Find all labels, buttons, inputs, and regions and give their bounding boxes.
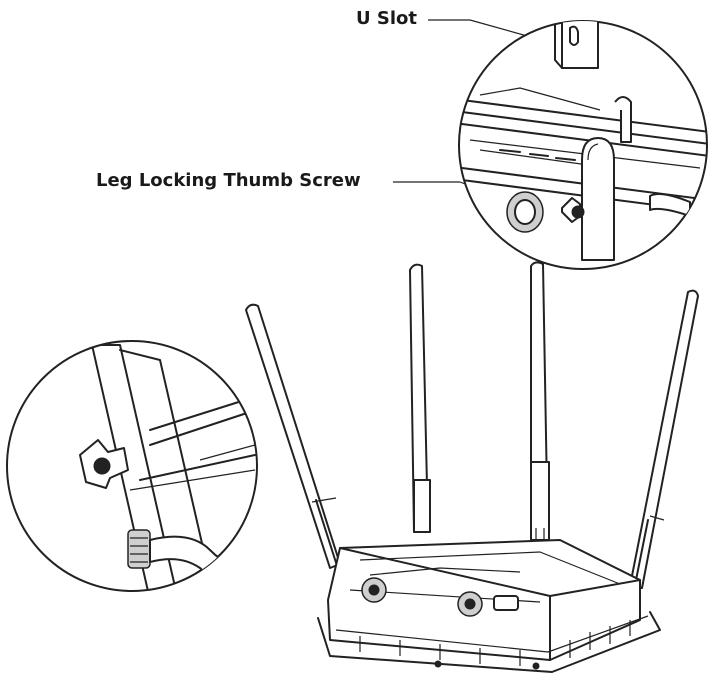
leg-3 <box>530 261 548 493</box>
detail-circle-top <box>458 20 708 270</box>
leg-locking-thumb-screw-label: Leg Locking Thumb Screw <box>96 170 361 191</box>
base-tray <box>317 611 661 673</box>
detail-circle-left <box>6 340 258 592</box>
leg-4 <box>629 289 699 589</box>
stove-assembly <box>245 261 699 673</box>
stove-body <box>327 539 641 661</box>
u-slot-label: U Slot <box>356 8 417 29</box>
